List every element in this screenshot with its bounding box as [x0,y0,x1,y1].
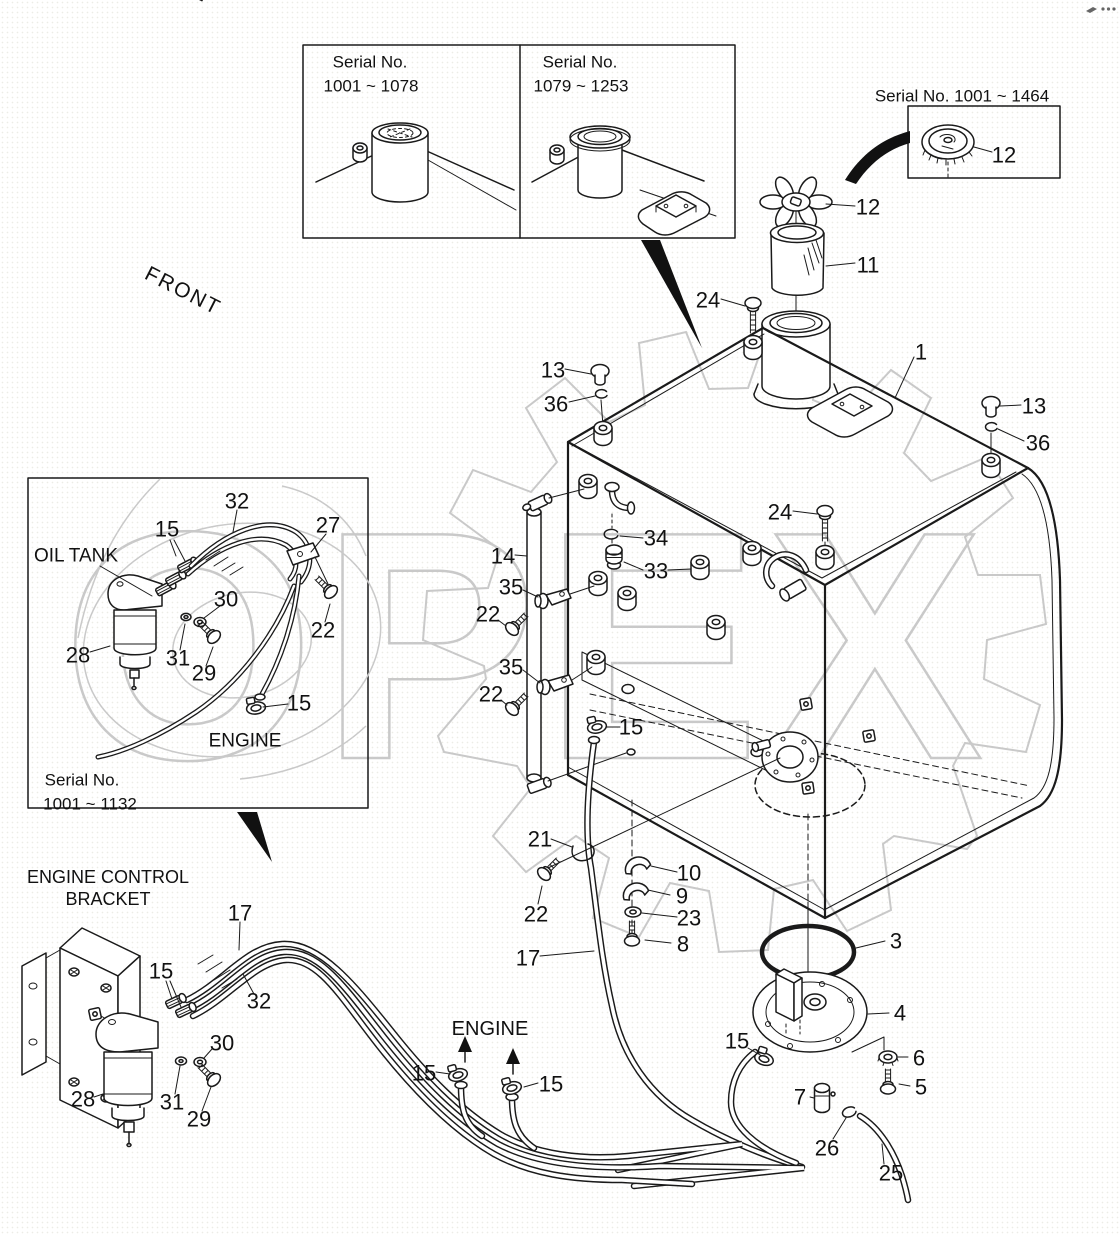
part-callout-26: 26 [815,1136,839,1161]
part-callout-24: 24 [768,500,792,525]
part-callout-3: 3 [890,929,902,954]
caption-oil-tank: OIL TANK [34,546,118,567]
part-callout-22: 22 [311,618,335,643]
fuel-sender-flange [752,968,868,1053]
caption-1001-1078: 1001 ~ 1078 [323,77,418,96]
part-callout-29: 29 [187,1107,211,1132]
oil-filter-canister [107,574,163,691]
part-callout-10: 10 [677,861,701,886]
part-callout-4: 4 [894,1001,906,1026]
part-callout-5: 5 [915,1075,927,1100]
part-callout-36: 36 [544,392,568,417]
part-callout-28: 28 [71,1087,95,1112]
part-callout-12: 12 [856,195,880,220]
part-callout-7: 7 [794,1085,806,1110]
part-callout-22: 22 [476,602,500,627]
level-gauge [502,488,627,794]
part-callout-32: 32 [247,989,271,1014]
curved-arrow-icon [845,131,910,184]
part-callout-13: 13 [1022,394,1046,419]
part-callout-30: 30 [210,1031,234,1056]
corner-smudge-icon [1086,7,1116,13]
cap-serial-inset [845,105,1061,184]
wedge-arrow-icon [641,240,702,348]
plug-33 [605,544,623,570]
part-callout-30: 30 [214,587,238,612]
part-callout-14: 14 [491,544,515,569]
caption-serial-no: Serial No. [45,771,120,790]
part-callout-6: 6 [913,1046,925,1071]
main-tank [497,176,1064,1171]
sender-flange-ring [751,731,819,783]
caption-engine: ENGINE [452,1018,529,1040]
transition-wedges [237,240,702,862]
part-callout-28: 28 [66,643,90,668]
filler-neck [753,310,839,410]
caption-serial-no-1001-1464: Serial No. 1001 ~ 1464 [875,87,1049,106]
caption-serial-no: Serial No. [333,53,408,72]
part-callout-36: 36 [1026,431,1050,456]
caption-front: FRONT [141,262,225,320]
oil-tank-inset-box [27,477,382,809]
caption-1079-1253: 1079 ~ 1253 [533,77,628,96]
part-callout-13: 13 [541,358,565,383]
part-callout-11: 11 [857,253,880,278]
opex-watermark-text: OPEX [62,464,989,827]
serial-inset-box [302,44,736,239]
caption-engine: ENGINE [209,731,282,752]
part-callout-35: 35 [499,655,523,680]
mounting-pad [806,386,894,438]
strainer [769,222,825,296]
caption-engine-control: ENGINE CONTROL [27,867,189,887]
part-callout-32: 32 [225,489,249,514]
part-callout-15: 15 [619,715,643,740]
part-callout-21: 21 [528,827,552,852]
part-callout-17: 17 [228,901,252,926]
part-callout-25: 25 [879,1161,903,1186]
caption-1001-1132: 1001 ~ 1132 [43,795,137,814]
fitting-7 [813,1082,836,1114]
caption-serial-no: Serial No. [543,53,618,72]
part-callout-22: 22 [524,902,548,927]
part-callout-24: 24 [696,288,720,313]
part-callout-33: 33 [644,559,668,584]
part-callout-27: 27 [316,513,340,538]
part-callout-22: 22 [479,682,503,707]
part-callout-17: 17 [516,946,540,971]
part-callout-34: 34 [644,526,668,551]
part-callout-35: 35 [499,575,523,600]
part-callout-15: 15 [412,1061,436,1086]
part-callout-15: 15 [149,959,173,984]
part-callout-15: 15 [539,1072,563,1097]
gear-watermark-icon [421,328,1048,954]
watermark: OPEX [61,328,1048,954]
part-callout-15: 15 [155,517,179,542]
bottom-assembly [183,923,912,1204]
engine-control-bracket [21,921,255,1148]
wedge-arrow-icon [237,812,272,862]
part-callout-15: 15 [725,1029,749,1054]
part-callout-31: 31 [160,1090,184,1115]
part-callout-31: 31 [166,646,190,671]
part-callout-15: 15 [287,691,311,716]
part-callout-1: 1 [915,340,927,365]
part-callout-12: 12 [992,143,1016,168]
caption-bracket: BRACKET [65,889,150,909]
nut-6 [877,1050,899,1066]
part-callout-8: 8 [677,932,689,957]
part-callout-29: 29 [192,661,216,686]
part-callout-23: 23 [677,906,701,931]
part-callout-9: 9 [676,884,688,909]
front-arrow [91,0,215,2]
